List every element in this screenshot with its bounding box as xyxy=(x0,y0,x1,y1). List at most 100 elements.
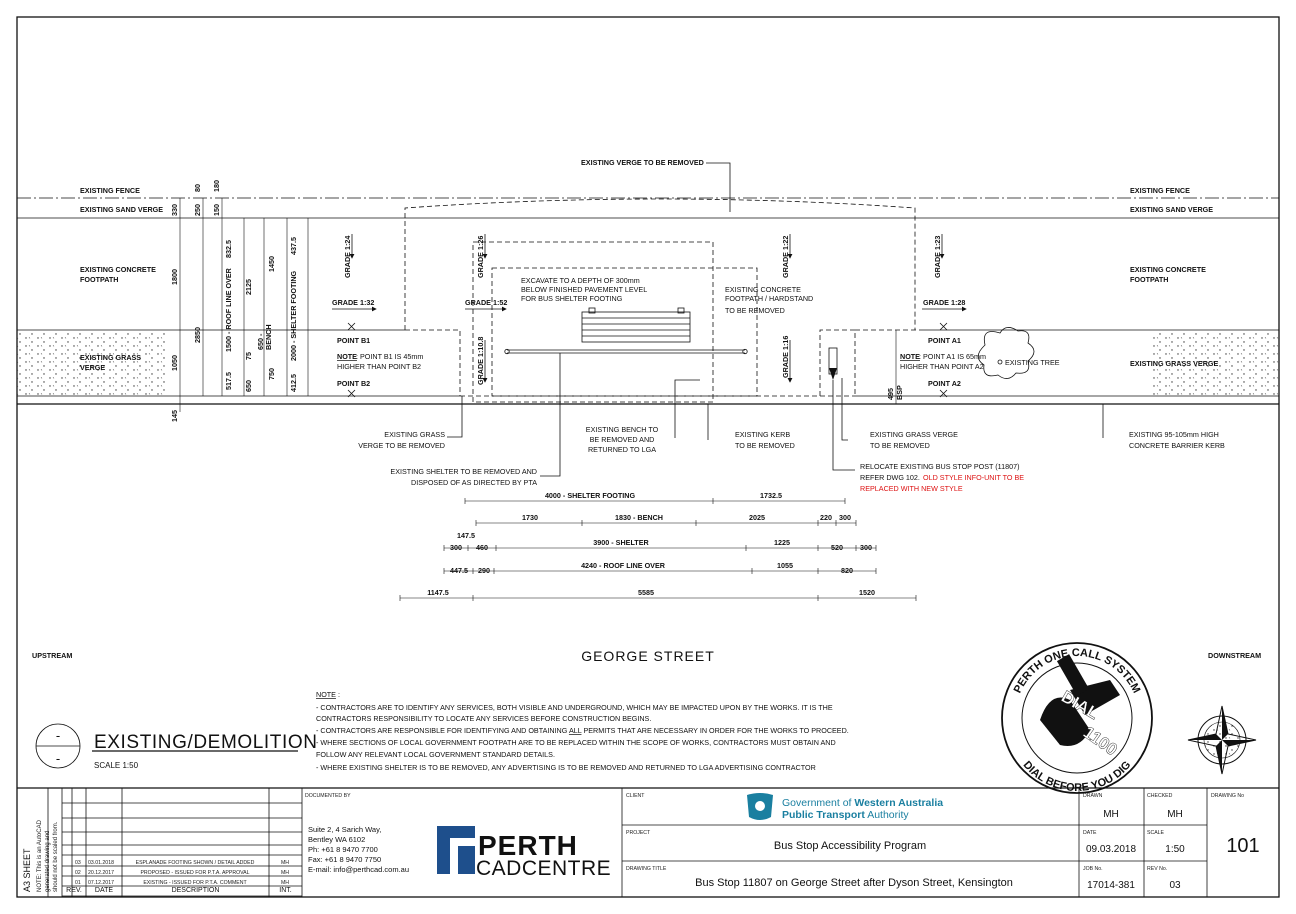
grade-1-52: GRADE 1:52 xyxy=(465,298,507,307)
right-concrete-label-1: EXISTING CONCRETE xyxy=(1130,265,1206,274)
rev-row-3-int: MH xyxy=(281,880,289,886)
rev-row-1-desc: ESPLANADE FOOTING SHOWN / DETAIL ADDED xyxy=(136,860,255,866)
grade-1-24: GRADE 1:24 xyxy=(343,236,352,278)
project-name: Bus Stop Accessibility Program xyxy=(774,840,926,852)
dim-330: 330 xyxy=(170,204,179,216)
grass-verge-left xyxy=(17,331,167,395)
callout-post-1: RELOCATE EXISTING BUS STOP POST (11807) xyxy=(860,462,1020,471)
hdim-447: 447.5 xyxy=(450,566,468,575)
dim-832: 832.5 xyxy=(224,240,233,258)
rev-header-date: DATE xyxy=(94,887,114,894)
grade-1-26: GRADE 1:26 xyxy=(476,236,485,278)
existing-tree-label: EXISTING TREE xyxy=(1005,358,1060,367)
sheet-note-1: NOTE: This is an AutoCAD xyxy=(37,819,43,892)
callout-bench-3: RETURNED TO LGA xyxy=(588,445,656,454)
rev-row-2-rev: 02 xyxy=(75,870,81,876)
rev-row-2-desc: PROPOSED - ISSUED FOR P.T.A. APPROVAL xyxy=(140,870,249,876)
grade-1-22: GRADE 1:22 xyxy=(781,236,790,278)
sheet-note-3: should not be scaled from. xyxy=(53,821,59,892)
hardstand-line-3: TO BE REMOVED xyxy=(725,306,785,315)
excavate-line-1: EXCAVATE TO A DEPTH OF 300mm xyxy=(521,276,640,285)
client-pta-post: Authority xyxy=(865,809,910,821)
dim-1450: 1450 xyxy=(267,256,276,272)
callout-shelter-1: EXISTING SHELTER TO BE REMOVED AND xyxy=(390,467,537,476)
note-line-2: CONTRACTORS RESPONSIBILITY TO LOCATE ANY… xyxy=(316,714,651,723)
hdim-2025: 2025 xyxy=(749,513,765,522)
dim-2850: 2850 xyxy=(193,327,202,343)
point-b1: POINT B1 xyxy=(337,336,370,345)
callout-barrier-1: EXISTING 95-105mm HIGH xyxy=(1129,430,1219,439)
verge-removed-label: EXISTING VERGE TO BE REMOVED xyxy=(581,158,704,167)
address-line-4: Fax: +61 8 9470 7750 xyxy=(308,855,381,864)
plan-view xyxy=(17,162,1279,769)
rev-row-3-date: 07.12.2017 xyxy=(88,880,114,886)
checked-label: CHECKED xyxy=(1147,793,1173,799)
roof-line-outline xyxy=(472,241,714,403)
rev-row-2-date: 20.12.2017 xyxy=(88,870,114,876)
note-permits-post: PERMITS THAT ARE NECESSARY IN ORDER FOR … xyxy=(581,726,848,735)
point-a2: POINT A2 xyxy=(928,379,961,388)
callout-post-2: REFER DWG 102. xyxy=(860,473,920,482)
hardstand-line-2: FOOTPATH / HARDSTAND xyxy=(725,294,813,303)
date-value: 09.03.2018 xyxy=(1086,844,1136,855)
dim-495: 495 xyxy=(886,388,895,400)
dial-before-you-dig-icon: PERTH ONE CALL SYSTEM DIAL BEFORE YOU DI… xyxy=(1001,642,1153,794)
downstream-label: DOWNSTREAM xyxy=(1208,651,1261,660)
scale-label: SCALE xyxy=(1147,830,1165,836)
dim-80: 80 xyxy=(193,184,202,192)
right-fence-label: EXISTING FENCE xyxy=(1130,186,1190,195)
job-label: JOB No. xyxy=(1083,866,1103,872)
callout-gverge-2: TO BE REMOVED xyxy=(870,441,930,450)
callout-barrier-2: CONCRETE BARRIER KERB xyxy=(1129,441,1225,450)
dim-bsp: BSP xyxy=(895,385,904,400)
hdim-shelter-footing: 4000 - SHELTER FOOTING xyxy=(545,491,636,500)
dim-180: 180 xyxy=(212,180,221,192)
rev-label: REV No. xyxy=(1147,866,1167,872)
note-permits-pre: - CONTRACTORS ARE RESPONSIBLE FOR IDENTI… xyxy=(316,726,569,735)
dim-150: 150 xyxy=(212,204,221,216)
left-sand-label: EXISTING SAND VERGE xyxy=(80,205,163,214)
hdim-1732: 1732.5 xyxy=(760,491,782,500)
grade-1-23: GRADE 1:23 xyxy=(933,236,942,278)
client-gov-pre: Government of xyxy=(782,797,854,809)
callout-grass-2: VERGE TO BE REMOVED xyxy=(358,441,445,450)
callout-kerb-2: TO BE REMOVED xyxy=(735,441,795,450)
hdim-1055: 1055 xyxy=(777,561,793,570)
hdim-300-c: 300 xyxy=(860,543,872,552)
left-concrete-label-1: EXISTING CONCRETE xyxy=(80,265,156,274)
point-a1: POINT A1 xyxy=(928,336,961,345)
address-line-1: Suite 2, 4 Sarich Way, xyxy=(308,825,381,834)
note-b-line-1: : POINT B1 IS 45mm xyxy=(356,352,423,361)
hdim-roof-line: 4240 - ROOF LINE OVER xyxy=(581,561,666,570)
right-sand-label: EXISTING SAND VERGE xyxy=(1130,205,1213,214)
scale-value: 1:50 xyxy=(1165,844,1185,855)
shelter-footing-outline xyxy=(491,267,758,397)
left-grass-label-2: VERGE xyxy=(80,363,105,372)
checked-value: MH xyxy=(1167,809,1183,820)
dim-750: 750 xyxy=(267,368,276,380)
address-line-5: E-mail: info@perthcad.com.au xyxy=(308,865,409,874)
note-b-word: NOTE xyxy=(337,352,357,361)
grass-verge-right xyxy=(1150,331,1279,395)
rev-row-1-int: MH xyxy=(281,860,289,866)
callout-grass-1: EXISTING GRASS xyxy=(384,430,445,439)
section-marker-top: - xyxy=(56,728,60,743)
project-label: PROJECT xyxy=(626,830,651,836)
hdim-300-b: 300 xyxy=(450,543,462,552)
callout-post-red-2: REPLACED WITH NEW STYLE xyxy=(860,484,963,493)
drawing-no-value: 101 xyxy=(1226,835,1259,857)
note-line-5: FOLLOW ANY RELEVANT LOCAL GOVERNMENT STA… xyxy=(316,750,555,759)
client-label: CLIENT xyxy=(626,793,645,799)
documented-by-label: DOCUMENTED BY xyxy=(305,793,351,799)
revision-header-row: REV. DATE DESCRIPTION INT. xyxy=(62,886,302,896)
left-grass-label-1: EXISTING GRASS xyxy=(80,353,141,362)
view-scale: SCALE 1:50 xyxy=(94,761,139,770)
point-b2: POINT B2 xyxy=(337,379,370,388)
view-title: EXISTING/DEMOLITION xyxy=(94,732,318,753)
rev-row-3-rev: 01 xyxy=(75,880,81,886)
notes-block: NOTE : - CONTRACTORS ARE TO IDENTIFY ANY… xyxy=(316,690,849,772)
rev-header-int: INT. xyxy=(279,887,292,894)
hdim-220: 220 xyxy=(820,513,832,522)
client-pta-bold: Public Transport xyxy=(782,809,865,821)
